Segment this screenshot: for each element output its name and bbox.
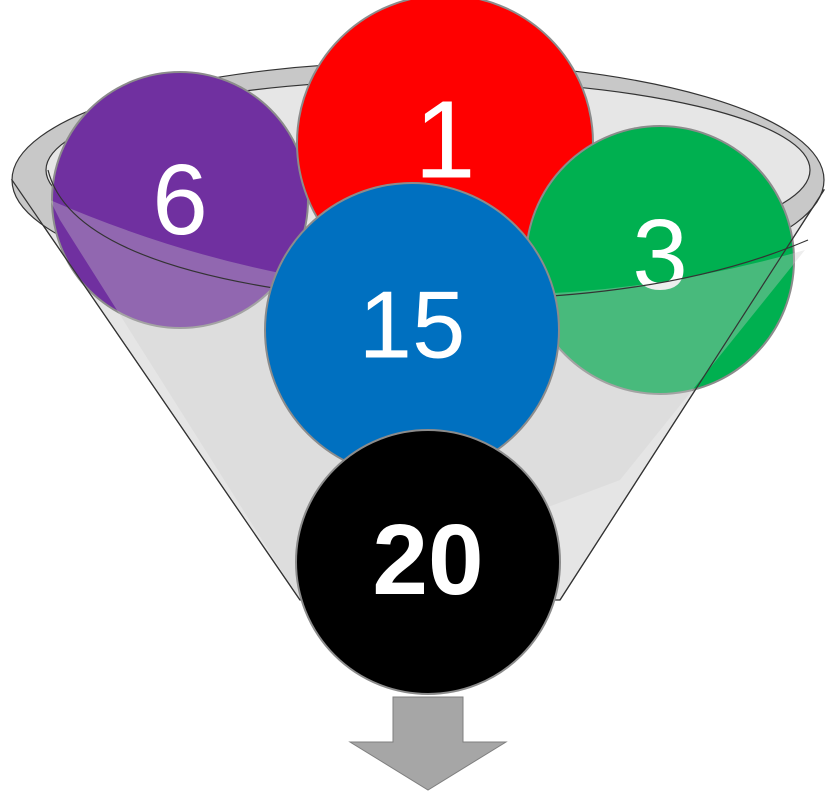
ball-black-label: 20 (372, 504, 483, 616)
output-arrow (350, 697, 506, 790)
ball-blue-label: 15 (359, 272, 466, 379)
ball-purple-label: 6 (152, 144, 208, 256)
ball-black: 20 (296, 430, 560, 694)
